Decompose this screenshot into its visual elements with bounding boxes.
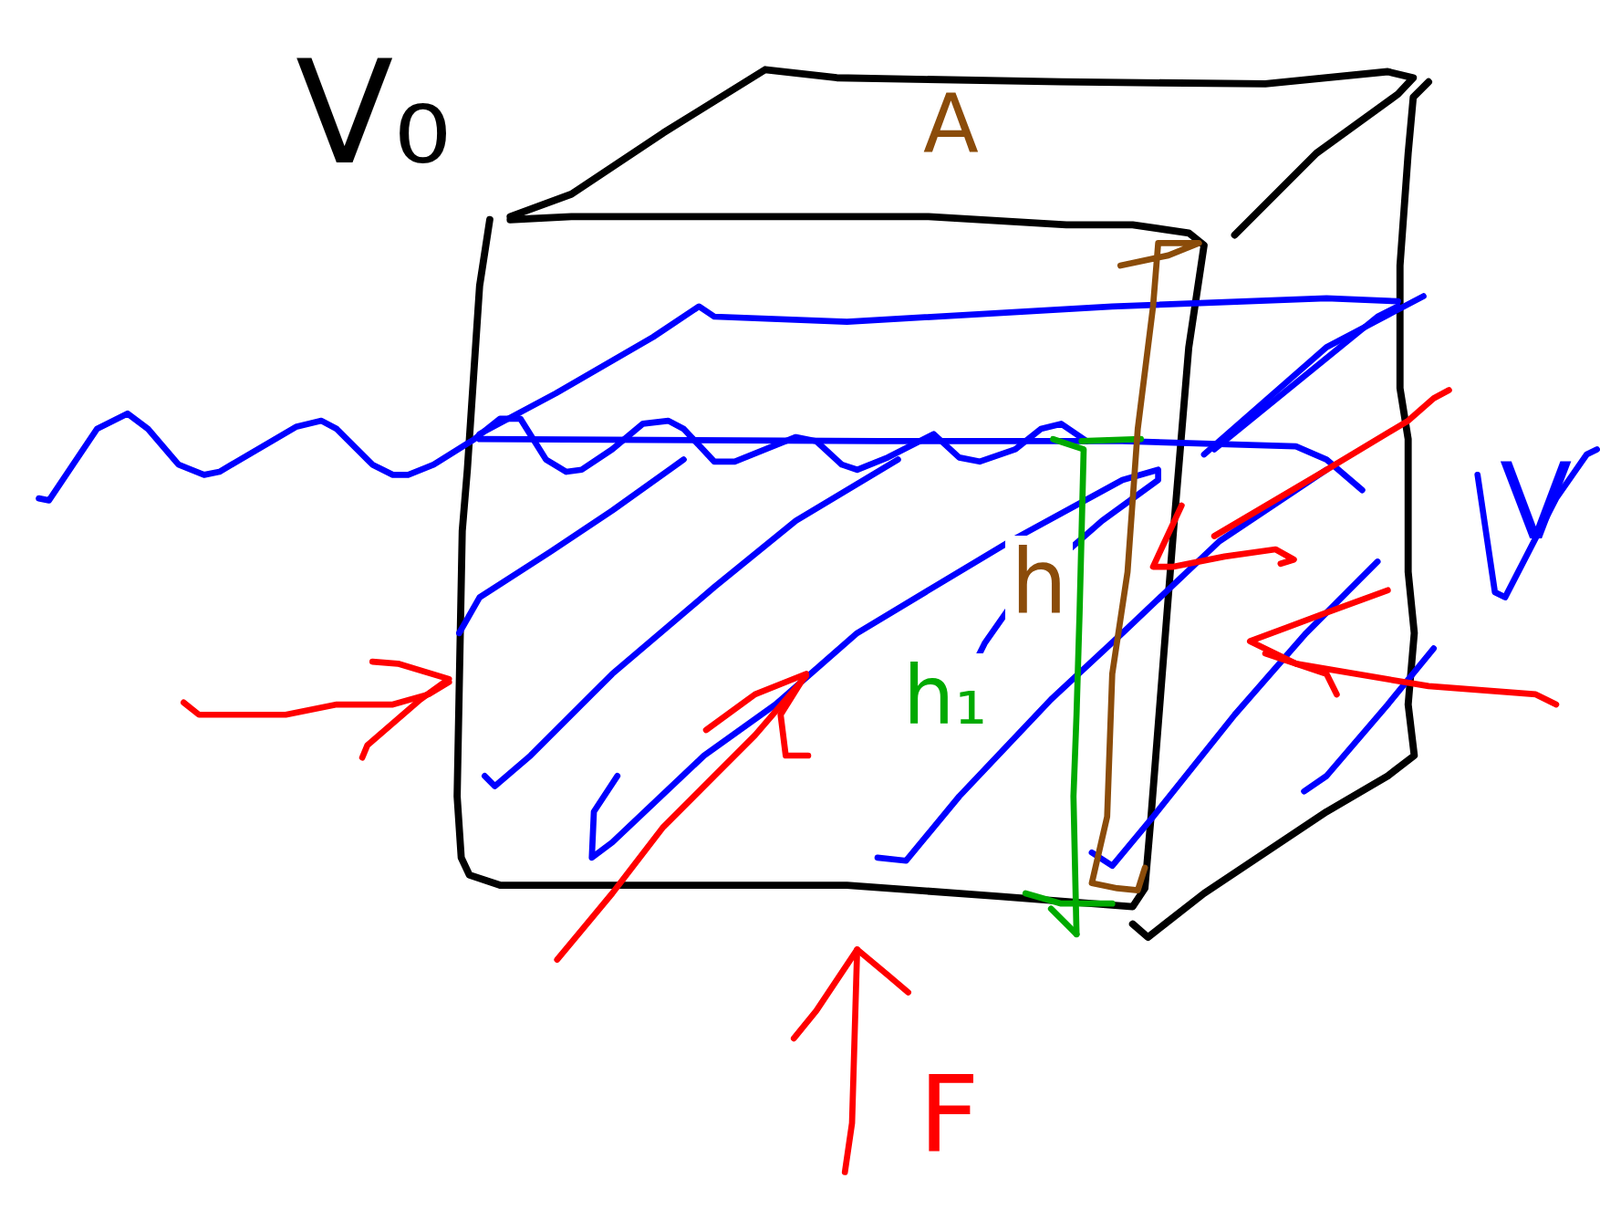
force-arrows	[183, 390, 1557, 1173]
box-height-dimension	[1091, 242, 1199, 890]
box-outline	[457, 69, 1429, 937]
depth-label: h₁	[897, 653, 993, 738]
force-label: F	[918, 1060, 980, 1167]
water-volume-label: V	[1499, 448, 1572, 555]
submerged-depth-dimension	[1025, 438, 1141, 935]
water	[39, 296, 1598, 866]
volume-label: V₀	[295, 41, 451, 185]
area-label: A	[923, 83, 979, 166]
height-label: h	[1005, 535, 1073, 629]
